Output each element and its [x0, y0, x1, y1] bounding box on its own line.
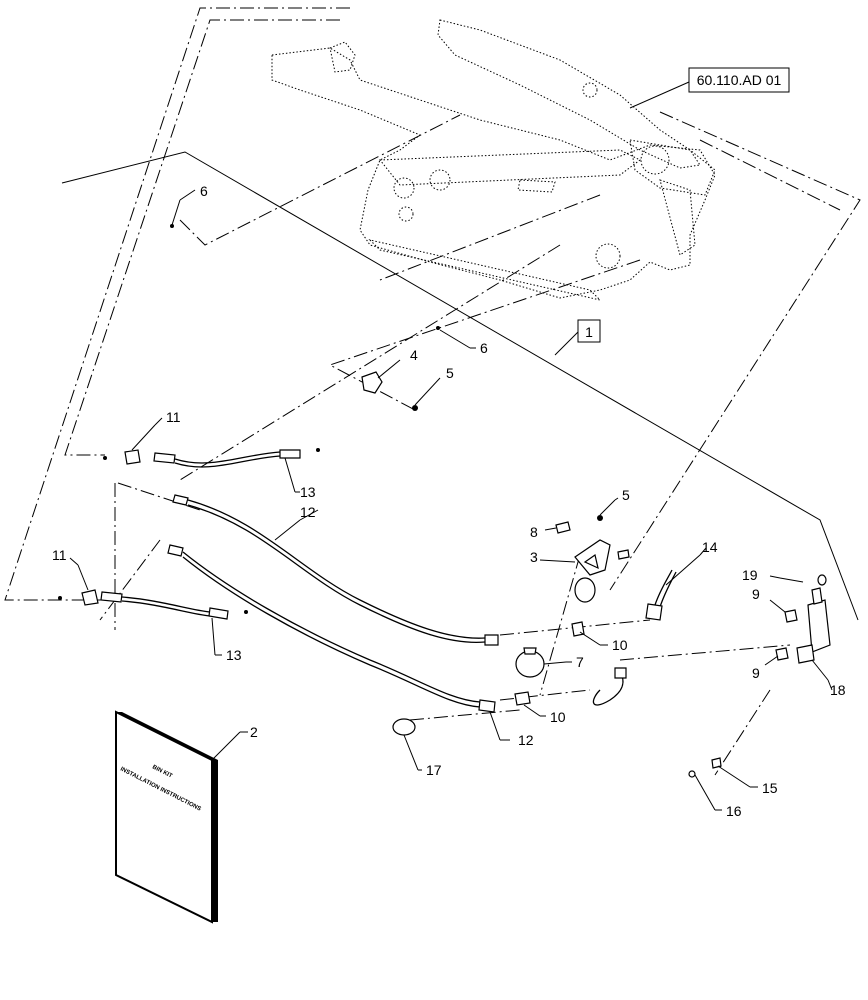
hose-14: [592, 554, 701, 706]
callout-9a[interactable]: 9: [752, 586, 760, 602]
callout-4[interactable]: 4: [410, 347, 418, 363]
phantom-boundary-lines: [4, 7, 861, 776]
part-washer-9b: [764, 647, 789, 666]
callout-11b[interactable]: 11: [52, 547, 67, 563]
callout-12a[interactable]: 12: [300, 504, 316, 520]
assembly-box: 1: [554, 319, 601, 356]
callout-6a[interactable]: 6: [200, 183, 208, 199]
installation-manual: BIN KIT INSTALLATION INSTRUCTIONS: [115, 710, 248, 924]
part-bolt-6b: [436, 326, 471, 349]
part-bracket-3: [539, 539, 611, 576]
callout-2[interactable]: 2: [250, 724, 258, 740]
hose-13-top: [103, 424, 320, 493]
part-pin-15: [711, 757, 751, 788]
callout-11a[interactable]: 11: [166, 409, 181, 425]
callout-19[interactable]: 19: [742, 567, 758, 583]
callout-3[interactable]: 3: [530, 549, 538, 565]
part-clamp-17: [392, 718, 419, 771]
callout-labels: 6 6 4 5 11 13 12 11 13 5 8 3 14 19 9 10 …: [52, 183, 846, 819]
part-accumulator-small: [574, 577, 596, 603]
callout-6b[interactable]: 6: [480, 340, 488, 356]
callout-10a[interactable]: 10: [612, 637, 628, 653]
part-fitting-10a: [571, 621, 601, 646]
callout-13b[interactable]: 13: [226, 647, 242, 663]
callout-17[interactable]: 17: [426, 762, 442, 778]
callout-5a[interactable]: 5: [446, 365, 454, 381]
callout-10b[interactable]: 10: [550, 709, 566, 725]
guide-line: [61, 151, 859, 621]
callout-18[interactable]: 18: [830, 682, 846, 698]
callout-5b[interactable]: 5: [622, 487, 630, 503]
reference-box[interactable]: 60.110.AD 01: [629, 67, 790, 109]
callout-16[interactable]: 16: [726, 803, 742, 819]
callout-15[interactable]: 15: [762, 780, 778, 796]
part-fitting-4: [361, 359, 401, 394]
leader-lines: [69, 189, 833, 811]
hose-12-upper: [172, 494, 499, 646]
part-nut-5a: [412, 377, 441, 411]
assembly-label: 1: [585, 324, 593, 340]
part-bolt-small: [617, 549, 630, 560]
chassis-frame: [271, 19, 716, 301]
part-fitting-10b: [514, 691, 541, 717]
part-clip-16: [688, 770, 716, 811]
part-nut-8: [544, 521, 571, 534]
callout-8[interactable]: 8: [530, 524, 538, 540]
part-nut-5b: [597, 499, 616, 521]
hose-13-lower: [58, 564, 248, 656]
callout-12b[interactable]: 12: [518, 732, 534, 748]
part-cylinder-18: [796, 574, 831, 681]
callout-9b[interactable]: 9: [752, 665, 760, 681]
callout-14[interactable]: 14: [702, 539, 718, 555]
part-bolt-6a: [170, 199, 181, 228]
part-washer-9a: [769, 599, 798, 623]
callout-13a[interactable]: 13: [300, 484, 316, 500]
part-pin-19: [769, 575, 804, 583]
part-accumulator-7: [515, 647, 567, 678]
hose-12-lower: [167, 544, 501, 741]
callout-7[interactable]: 7: [576, 654, 584, 670]
reference-label: 60.110.AD 01: [697, 72, 782, 88]
